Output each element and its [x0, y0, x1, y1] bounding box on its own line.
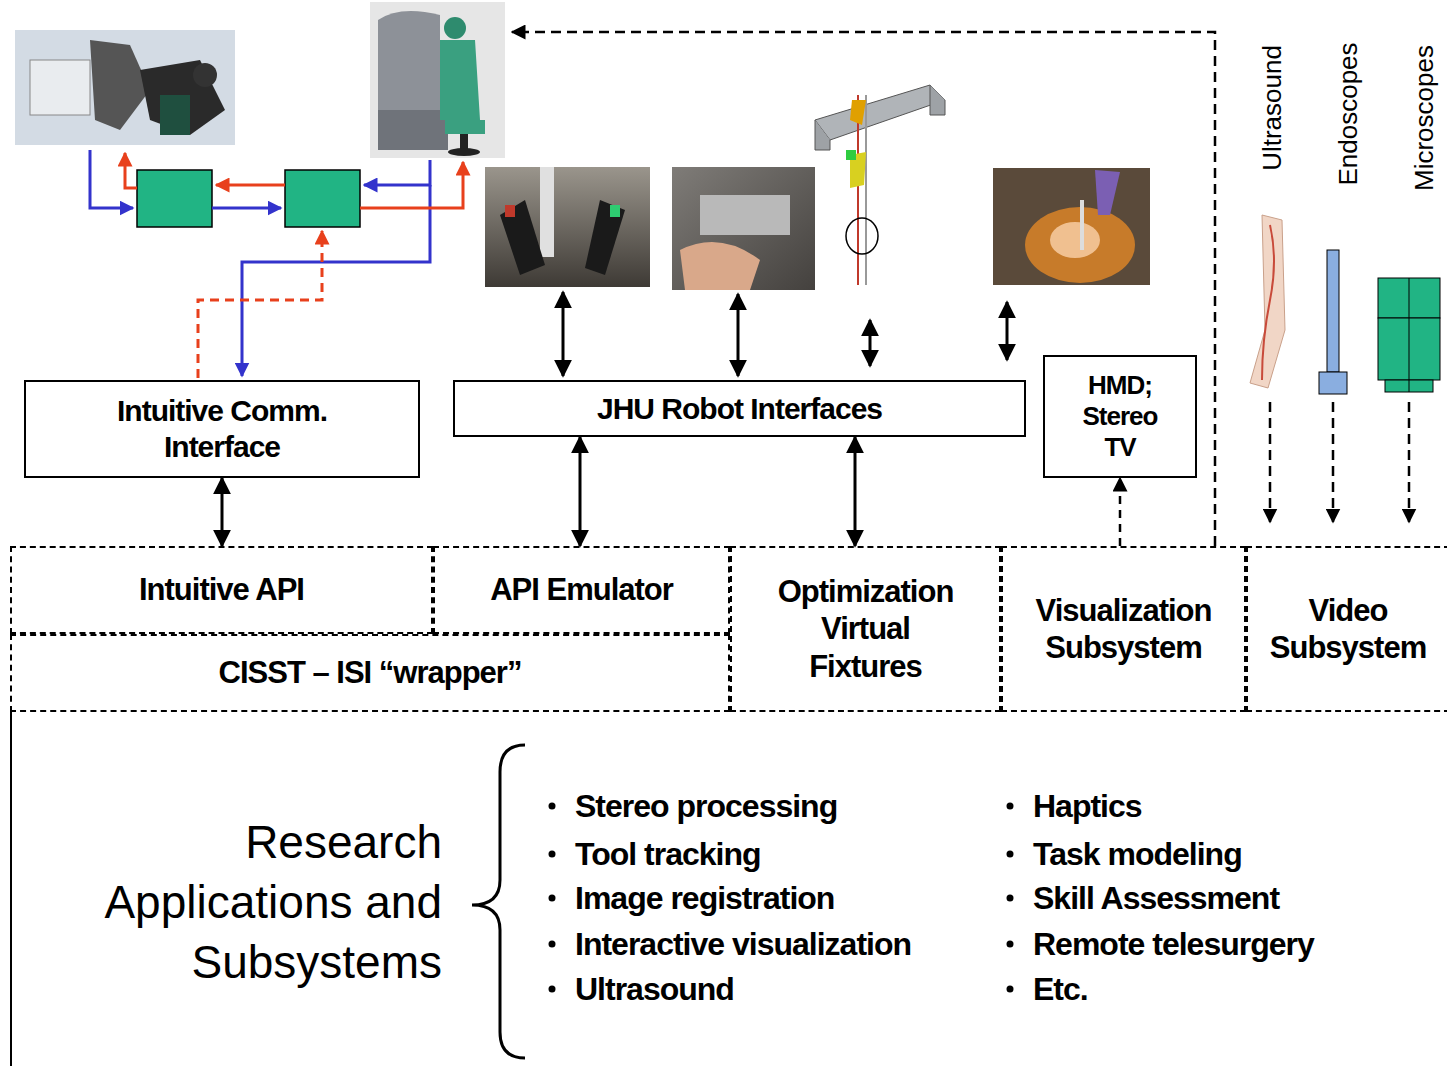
connector: [1119, 478, 1122, 546]
box-label: HMD; Stereo TV: [1070, 370, 1170, 464]
connector: [221, 478, 224, 546]
console-photo: [370, 2, 505, 158]
module-box: CISST – ISI “wrapper”: [10, 634, 730, 712]
box-label: API Emulator: [490, 571, 673, 608]
box-label: Intuitive Comm. Interface: [72, 393, 372, 465]
brace: [472, 745, 525, 1058]
modality-label: Endoscopes: [1335, 42, 1361, 185]
box-label: JHU Robot Interfaces: [597, 391, 882, 427]
box-label: Optimization Virtual Fixtures: [766, 573, 966, 685]
module-box: Optimization Virtual Fixtures: [730, 546, 1001, 712]
list-item: Image registration: [575, 878, 834, 918]
box-label: Visualization Subsystem: [1009, 592, 1239, 666]
fixture-drawing: [815, 85, 945, 285]
controller-box: [137, 170, 212, 227]
module-box: API Emulator: [433, 546, 730, 634]
module-box: Video Subsystem: [1246, 546, 1447, 712]
region-border: [10, 712, 12, 1066]
list-item: Tool tracking: [575, 834, 761, 874]
controller-box: [285, 170, 360, 227]
box-label: Intuitive API: [139, 571, 304, 608]
bullet-dots: [549, 803, 1014, 993]
connector: [854, 437, 857, 546]
list-item: Etc.: [1033, 969, 1088, 1009]
list-item: Interactive visualization: [575, 924, 911, 964]
connector: [579, 437, 582, 546]
imaging-icons: [1250, 215, 1440, 394]
box-label: CISST – ISI “wrapper”: [219, 654, 522, 691]
list-item: Remote telesurgery: [1033, 924, 1314, 964]
modality-label: Microscopes: [1411, 45, 1437, 191]
box-label: Video Subsystem: [1253, 592, 1443, 666]
data-wires: [90, 150, 430, 376]
command-wires: [125, 153, 463, 378]
robot-photo: [15, 30, 235, 145]
robot-photos: [485, 167, 1150, 290]
interface-box: Intuitive Comm. Interface: [24, 380, 420, 478]
video-feeds: [512, 32, 1409, 546]
list-item: Ultrasound: [575, 969, 734, 1009]
interface-box: JHU Robot Interfaces: [453, 380, 1026, 437]
list-item: Task modeling: [1033, 834, 1242, 874]
list-item: Haptics: [1033, 786, 1142, 826]
module-box: Intuitive API: [10, 546, 433, 634]
list-item: Stereo processing: [575, 786, 837, 826]
modality-label: Ultrasound: [1259, 45, 1285, 171]
display-box: HMD; Stereo TV: [1043, 355, 1197, 478]
link-arrows: [563, 292, 1007, 376]
list-item: Skill Assessment: [1033, 878, 1279, 918]
module-box: Visualization Subsystem: [1001, 546, 1246, 712]
region-title: Research Applications and Subsystems: [22, 812, 442, 992]
